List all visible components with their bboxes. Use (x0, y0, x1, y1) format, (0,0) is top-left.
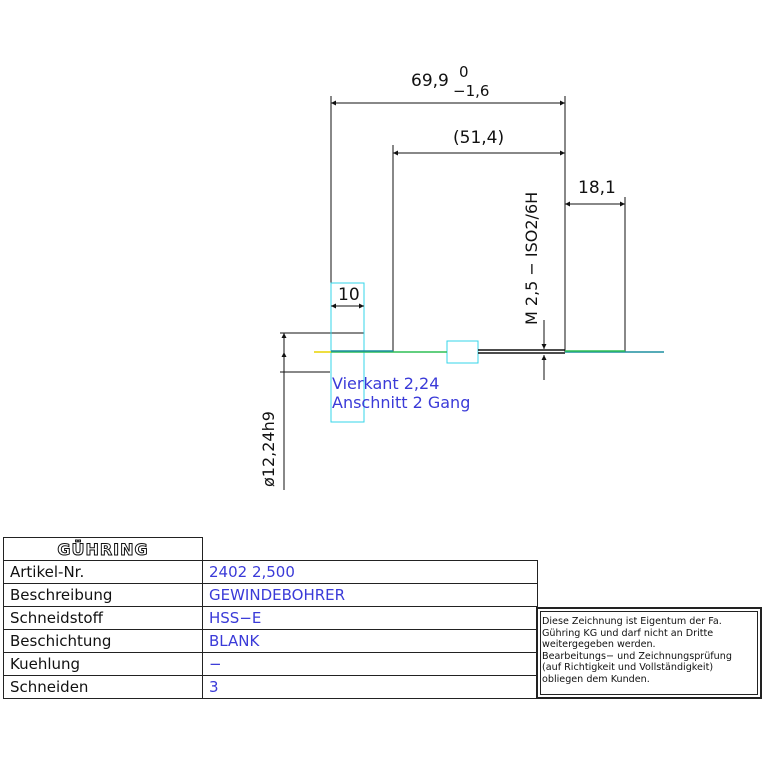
row-value: 2402 2,500 (202, 560, 538, 584)
dimension-lines (281, 100, 625, 490)
notice-line: (auf Richtigkeit und Vollständigkeit) (542, 662, 714, 673)
notice-line: Bearbeitungs− und Zeichnungsprüfung (542, 650, 732, 662)
row-value: 3 (202, 675, 538, 699)
thread-length-text: 18,1 (578, 178, 616, 198)
square-length-text: 10 (338, 285, 360, 305)
row-label: Schneiden (3, 675, 203, 699)
shank-diameter-text: ø12,24h9 (259, 411, 278, 487)
ownership-notice: Diese Zeichnung ist Eigentum der Fa. Güh… (536, 607, 762, 699)
chamfer-box (446, 340, 479, 364)
title-block-row: Beschreibung GEWINDEBOHRER (3, 583, 538, 607)
notice-line: obliegen dem Kunden. (542, 673, 650, 685)
row-value: GEWINDEBOHRER (202, 583, 538, 607)
row-label: Artikel-Nr. (3, 560, 203, 584)
row-value: BLANK (202, 629, 538, 653)
guehring-logo: GÜHRING (57, 539, 149, 559)
notice-line: weitergegeben werden. (542, 639, 656, 650)
tool-axis (314, 349, 664, 354)
notice-line: Gühring KG und darf nicht an Dritte (542, 627, 714, 639)
annotation-square: Vierkant 2,24 (332, 374, 439, 393)
overall-length-text: 69,9 (411, 71, 449, 91)
annotation-chamfer: Anschnitt 2 Gang (332, 393, 470, 412)
overall-tol-lower-text: −1,6 (453, 82, 489, 100)
title-block-row: Beschichtung BLANK (3, 629, 538, 653)
row-label: Beschichtung (3, 629, 203, 653)
title-block-row: Artikel-Nr. 2402 2,500 (3, 560, 538, 584)
ref-length-text: (51,4) (453, 128, 504, 148)
row-value: − (202, 652, 538, 676)
title-block-row: Kuehlung − (3, 652, 538, 676)
logo-row: GÜHRING (3, 537, 538, 561)
title-block: GÜHRING Artikel-Nr. 2402 2,500 Beschreib… (3, 537, 538, 699)
thread-spec-text: M 2,5 − ISO2/6H (522, 192, 541, 325)
row-label: Beschreibung (3, 583, 203, 607)
notice-line: Diese Zeichnung ist Eigentum der Fa. (542, 616, 722, 627)
row-label: Kuehlung (3, 652, 203, 676)
title-block-row: Schneidstoff HSS−E (3, 606, 538, 630)
row-label: Schneidstoff (3, 606, 203, 630)
row-value: HSS−E (202, 606, 538, 630)
title-block-row: Schneiden 3 (3, 675, 538, 699)
logo-cell: GÜHRING (3, 537, 203, 561)
overall-tol-upper-text: 0 (459, 63, 469, 81)
